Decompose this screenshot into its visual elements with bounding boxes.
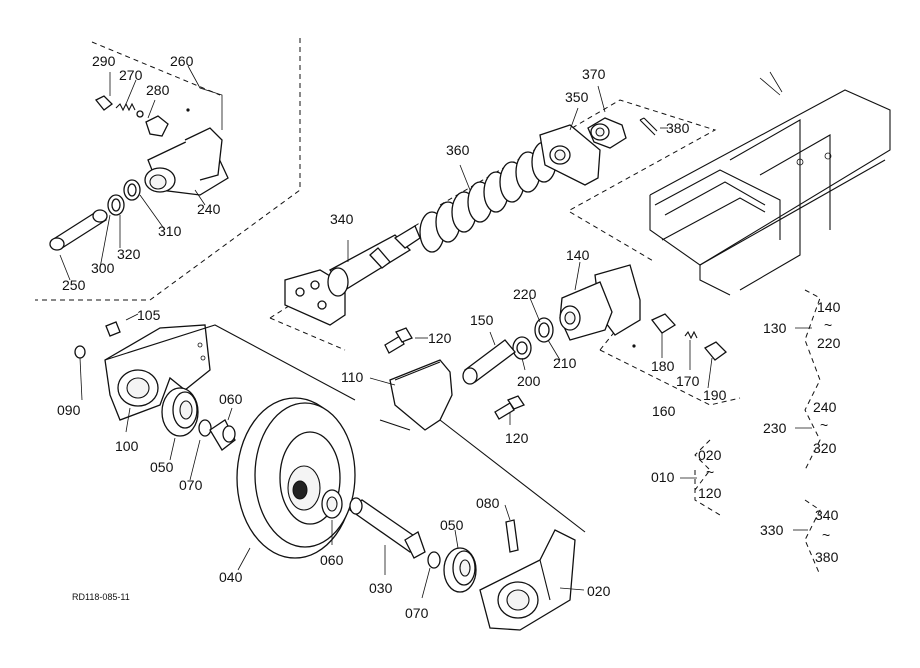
label-110: 110 — [341, 369, 364, 385]
label-190: 190 — [703, 387, 727, 403]
label-370: 370 — [582, 66, 606, 82]
group-330-to: 380 — [815, 549, 839, 565]
label-070a: 070 — [179, 477, 203, 493]
idler-wheel-040 — [236, 397, 356, 559]
group-130: 130 — [763, 320, 787, 336]
label-080: 080 — [476, 495, 500, 511]
label-040: 040 — [219, 569, 243, 585]
coil-spring-360 — [419, 141, 557, 253]
label-250: 250 — [62, 277, 86, 293]
group-010-to: 120 — [698, 485, 722, 501]
group-230-sep: ~ — [820, 417, 828, 433]
label-290: 290 — [92, 53, 116, 69]
group-230-from: 240 — [813, 399, 837, 415]
group-130-sep: ~ — [824, 317, 832, 333]
label-260: 260 — [170, 53, 194, 69]
label-380: 380 — [666, 120, 690, 136]
group-010: 010 — [651, 469, 675, 485]
label-220: 220 — [513, 286, 537, 302]
group-330: 330 — [760, 522, 784, 538]
label-210: 210 — [553, 355, 577, 371]
tension-cylinder-assembly — [49, 65, 229, 281]
label-310: 310 — [158, 223, 182, 239]
group-130-from: 140 — [817, 299, 841, 315]
group-230-to: 320 — [813, 440, 837, 456]
group-130-to: 220 — [817, 335, 841, 351]
label-050b: 050 — [440, 517, 464, 533]
track-frame — [649, 71, 891, 296]
label-120a: 120 — [428, 330, 452, 346]
label-180: 180 — [651, 358, 675, 374]
idler-bracket-assembly — [462, 261, 727, 389]
group-230: 230 — [763, 420, 787, 436]
label-300: 300 — [91, 260, 115, 276]
part-labels: 290 270 260 280 240 310 320 300 250 340 … — [57, 53, 841, 621]
label-350: 350 — [565, 89, 589, 105]
group-330-from: 340 — [815, 507, 839, 523]
label-270: 270 — [119, 67, 143, 83]
recoil-spring-assembly — [284, 85, 668, 326]
label-100: 100 — [115, 438, 139, 454]
group-braces — [680, 289, 821, 576]
label-120b: 120 — [505, 430, 529, 446]
label-160: 160 — [652, 403, 676, 419]
label-170: 170 — [676, 373, 700, 389]
label-060a: 060 — [219, 391, 243, 407]
group-010-sep: ~ — [706, 464, 714, 480]
label-105: 105 — [137, 307, 161, 323]
label-320: 320 — [117, 246, 141, 262]
label-090: 090 — [57, 402, 81, 418]
label-200: 200 — [517, 373, 541, 389]
front-idler-assembly — [74, 313, 586, 631]
label-360: 360 — [446, 142, 470, 158]
group-330-sep: ~ — [822, 527, 830, 543]
label-150: 150 — [470, 312, 494, 328]
label-070b: 070 — [405, 605, 429, 621]
label-340: 340 — [330, 211, 354, 227]
spring-270 — [115, 102, 136, 112]
group-010-from: 020 — [698, 447, 722, 463]
grease-nipple-290 — [94, 95, 113, 111]
label-240: 240 — [197, 201, 221, 217]
label-030: 030 — [369, 580, 393, 596]
label-050a: 050 — [150, 459, 174, 475]
label-140: 140 — [566, 247, 590, 263]
assembly-boundaries — [35, 38, 741, 516]
diagram-code: RD118-085-11 — [72, 592, 130, 602]
label-060b: 060 — [320, 552, 344, 568]
label-280: 280 — [146, 82, 170, 98]
label-020: 020 — [587, 583, 611, 599]
